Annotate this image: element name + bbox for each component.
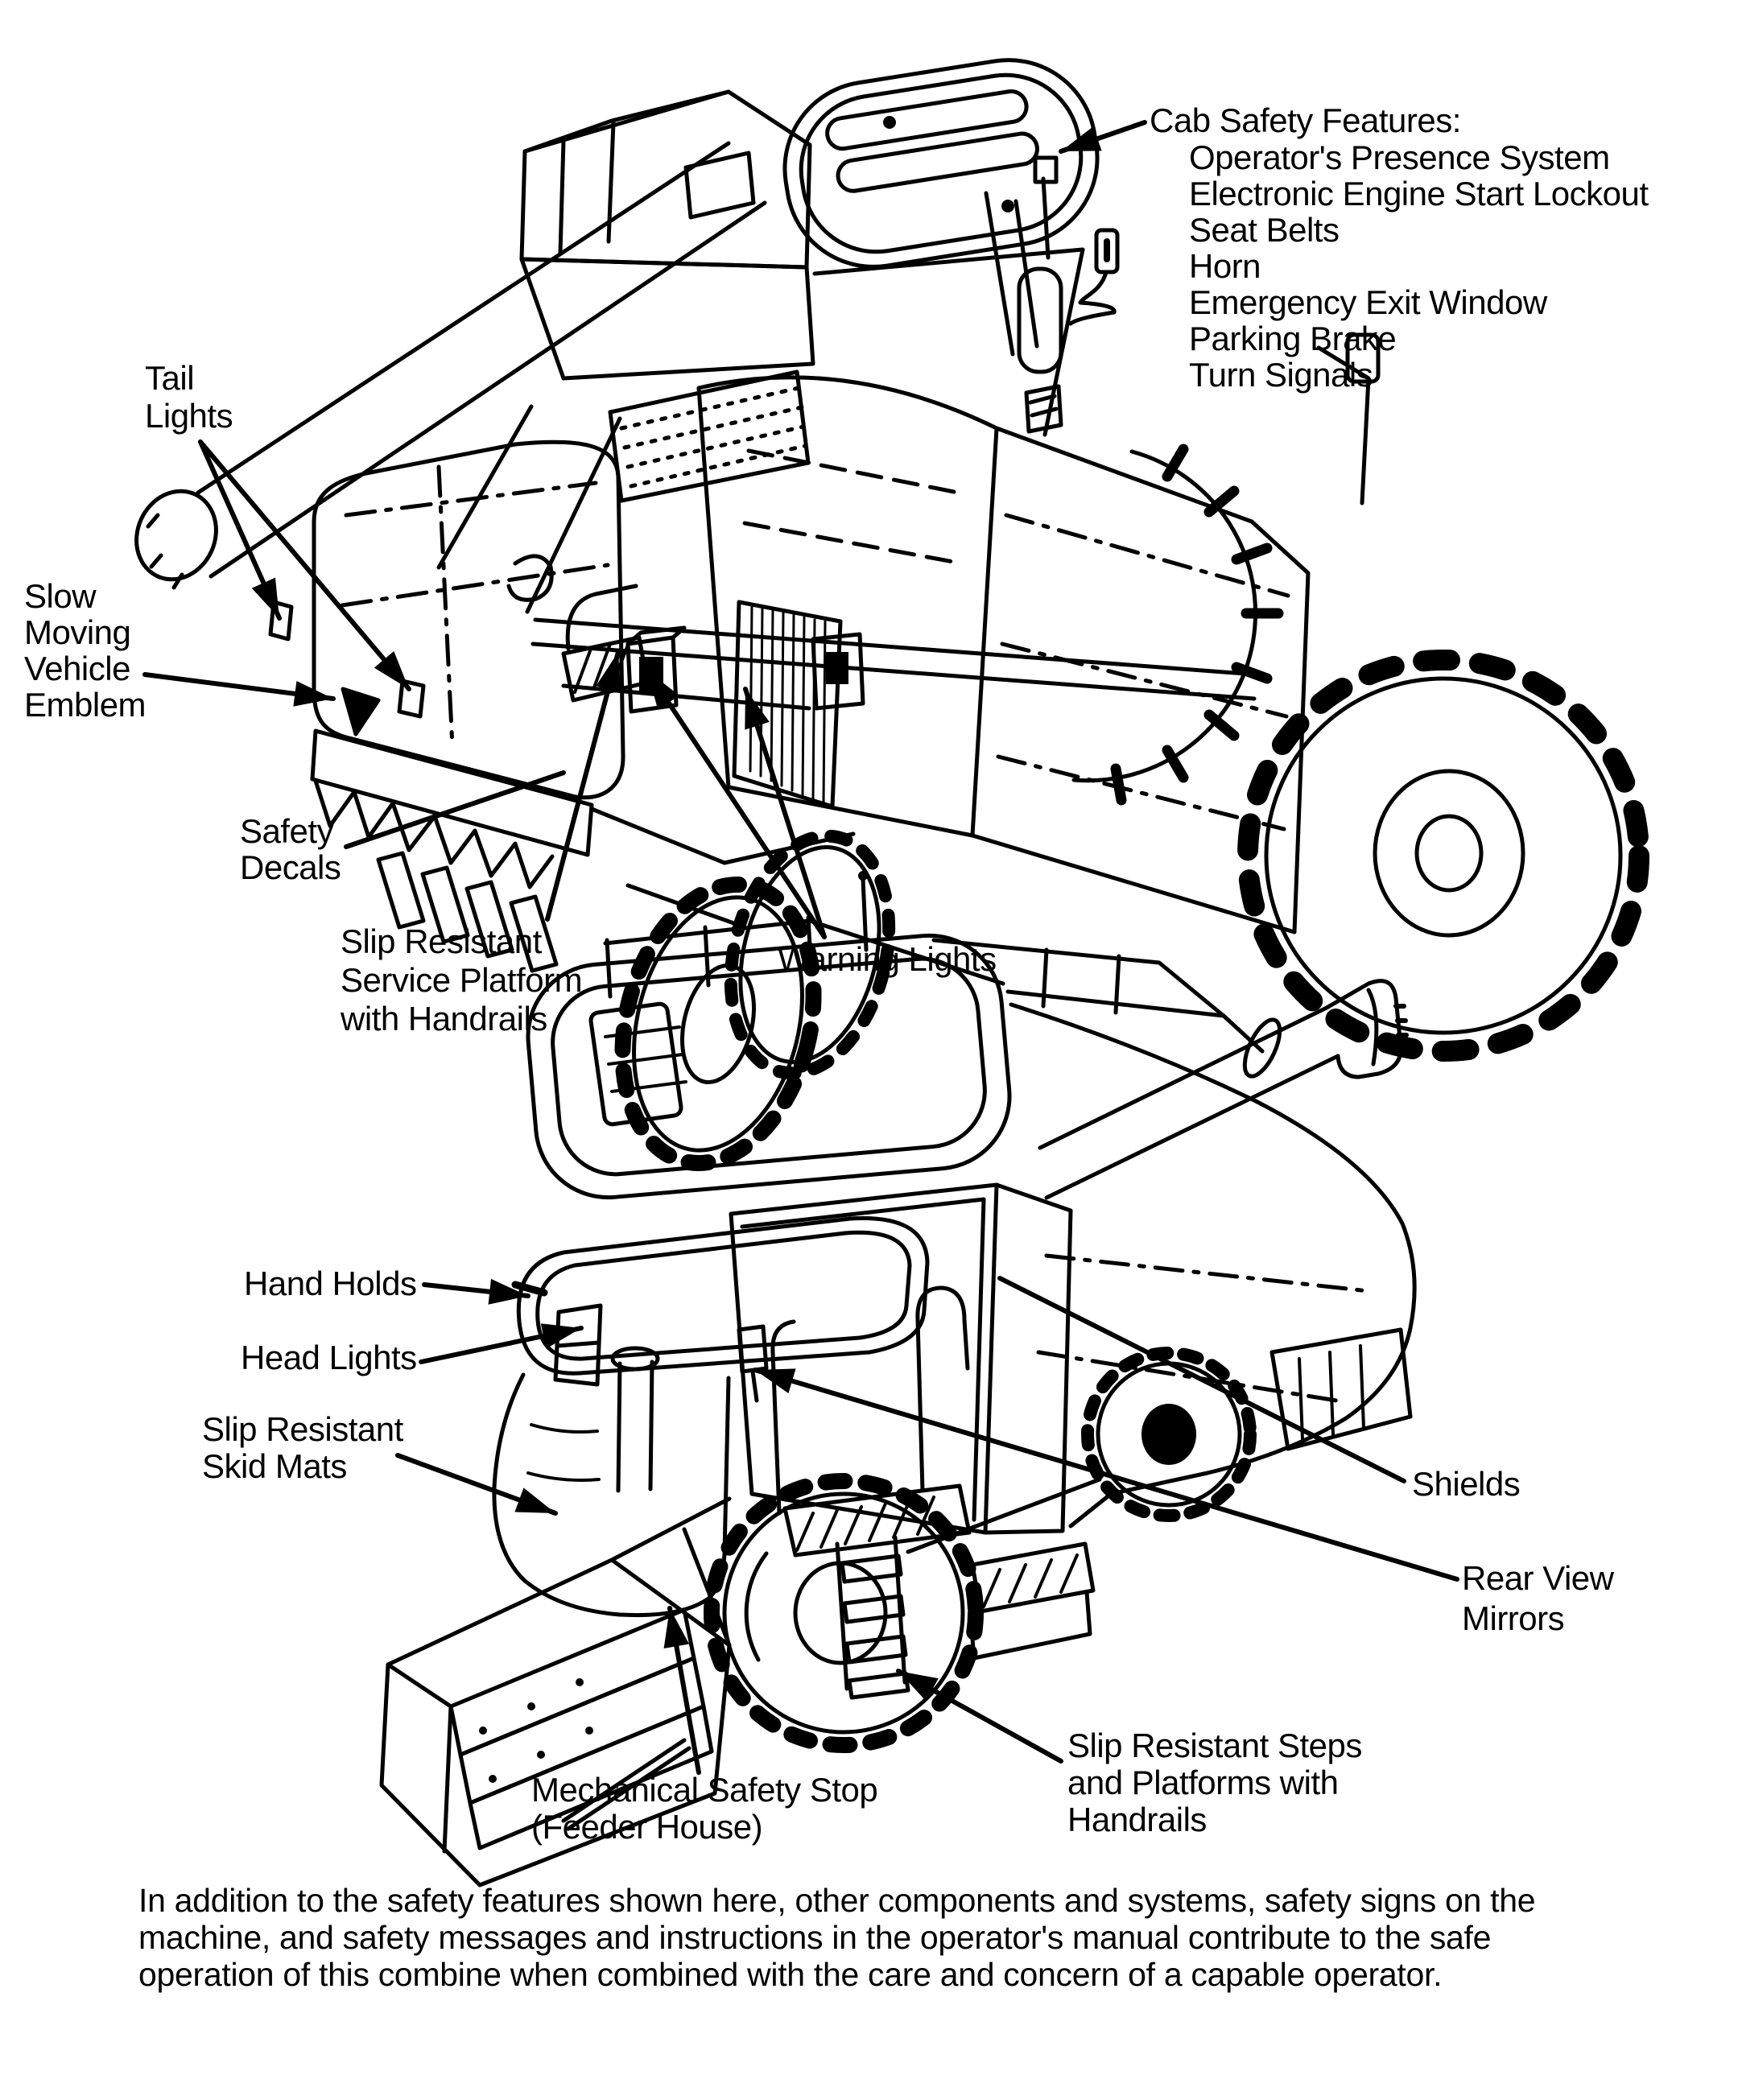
tail-light-left bbox=[268, 600, 294, 642]
label-service-platform: Slip Resistant Service Platform with Han… bbox=[341, 922, 583, 1038]
leader-steps bbox=[896, 1669, 1063, 1764]
grain-tank bbox=[931, 938, 1265, 1054]
grain-tank-cover bbox=[782, 58, 1100, 269]
cab-safety-item: Horn bbox=[1189, 247, 1261, 285]
rear-hood bbox=[268, 439, 625, 800]
leader-cab-safety bbox=[1059, 120, 1147, 154]
label-slow-moving-vehicle-emblem: Slow Moving Vehicle Emblem bbox=[24, 577, 147, 724]
leader-mechanical-safety-stop bbox=[663, 1606, 701, 1775]
leader-skid-mats bbox=[395, 1453, 558, 1516]
label-warning-lights: Warning Lights bbox=[778, 940, 997, 978]
label-cab-safety-items: Operator's Presence System Electronic En… bbox=[1189, 139, 1649, 393]
mirror-arm bbox=[1316, 345, 1371, 505]
leader-lines-fig1 bbox=[142, 120, 1147, 939]
drive-wheel bbox=[1237, 650, 1649, 1062]
cab-safety-item: Seat Belts bbox=[1189, 211, 1340, 249]
roof-service-deck bbox=[526, 871, 1012, 1200]
front-wheel bbox=[704, 1473, 984, 1753]
label-hand-holds: Hand Holds bbox=[244, 1265, 417, 1302]
head-light bbox=[553, 1303, 603, 1387]
cab-front bbox=[729, 1182, 1073, 1535]
cab-safety-item: Electronic Engine Start Lockout bbox=[1189, 175, 1649, 212]
separator-body bbox=[970, 426, 1311, 934]
cab bbox=[696, 375, 999, 838]
label-mechanical-safety-stop: Mechanical Safety Stop (Feeder House) bbox=[531, 1771, 878, 1846]
smv-emblem bbox=[341, 687, 381, 736]
tail-light-right bbox=[397, 679, 426, 719]
figure2-combine-front-view bbox=[379, 871, 1459, 1888]
leader-shields bbox=[997, 1276, 1406, 1483]
warning-light-right bbox=[811, 632, 865, 711]
grain-tank-platform bbox=[519, 89, 812, 270]
label-rear-view-mirrors: Rear View Mirrors bbox=[1462, 1559, 1614, 1637]
leader-safety-decals bbox=[344, 770, 566, 849]
cab-safety-item: Parking Brake bbox=[1189, 320, 1397, 357]
leader-tail-light-1 bbox=[198, 439, 282, 621]
feeder-house bbox=[379, 1496, 732, 1888]
cab-window bbox=[732, 600, 843, 809]
far-drive-wheel bbox=[1071, 444, 1284, 806]
label-head-lights: Head Lights bbox=[241, 1339, 417, 1376]
steps-and-platforms bbox=[770, 1285, 1102, 1700]
cab-safety-item: Operator's Presence System bbox=[1189, 138, 1610, 176]
label-steps-platforms: Slip Resistant Steps and Platforms with … bbox=[1067, 1727, 1362, 1838]
leader-warning-1 bbox=[645, 668, 827, 939]
leader-service-platform bbox=[545, 650, 621, 922]
leader-tail-light-2 bbox=[198, 439, 411, 691]
leader-smv bbox=[142, 672, 336, 707]
leader-warning-2 bbox=[743, 687, 827, 939]
right-side-details bbox=[984, 155, 1381, 505]
warning-light-left bbox=[625, 625, 687, 714]
footer-paragraph: In addition to the safety features shown… bbox=[138, 1882, 1536, 1993]
label-cab-safety-title: Cab Safety Features: bbox=[1150, 101, 1461, 139]
label-skid-mats: Slip Resistant Skid Mats bbox=[202, 1410, 403, 1485]
cab-safety-item: Turn Signals bbox=[1189, 356, 1373, 394]
roof-canopy bbox=[511, 1215, 930, 1376]
rear-view-mirror bbox=[737, 1324, 769, 1374]
leader-head-lights bbox=[419, 1323, 584, 1364]
mirror-head bbox=[1345, 332, 1381, 384]
auger-spout bbox=[1038, 979, 1409, 1200]
label-tail-lights: Tail Lights bbox=[145, 359, 233, 435]
body-right bbox=[1009, 1002, 1417, 1529]
label-shields: Shields bbox=[1412, 1465, 1521, 1503]
steering-wheels bbox=[614, 829, 896, 1171]
rear-wheel bbox=[1081, 1347, 1257, 1522]
leader-hand-holds bbox=[422, 1278, 530, 1305]
leader-lines-fig2 bbox=[395, 1276, 1459, 1775]
cab-safety-item: Emergency Exit Window bbox=[1189, 283, 1547, 321]
figure1-combine-rear-view bbox=[134, 58, 1649, 1171]
label-safety-decals: Safety Decals bbox=[240, 812, 341, 886]
leader-rear-view-mirrors bbox=[753, 1368, 1459, 1582]
